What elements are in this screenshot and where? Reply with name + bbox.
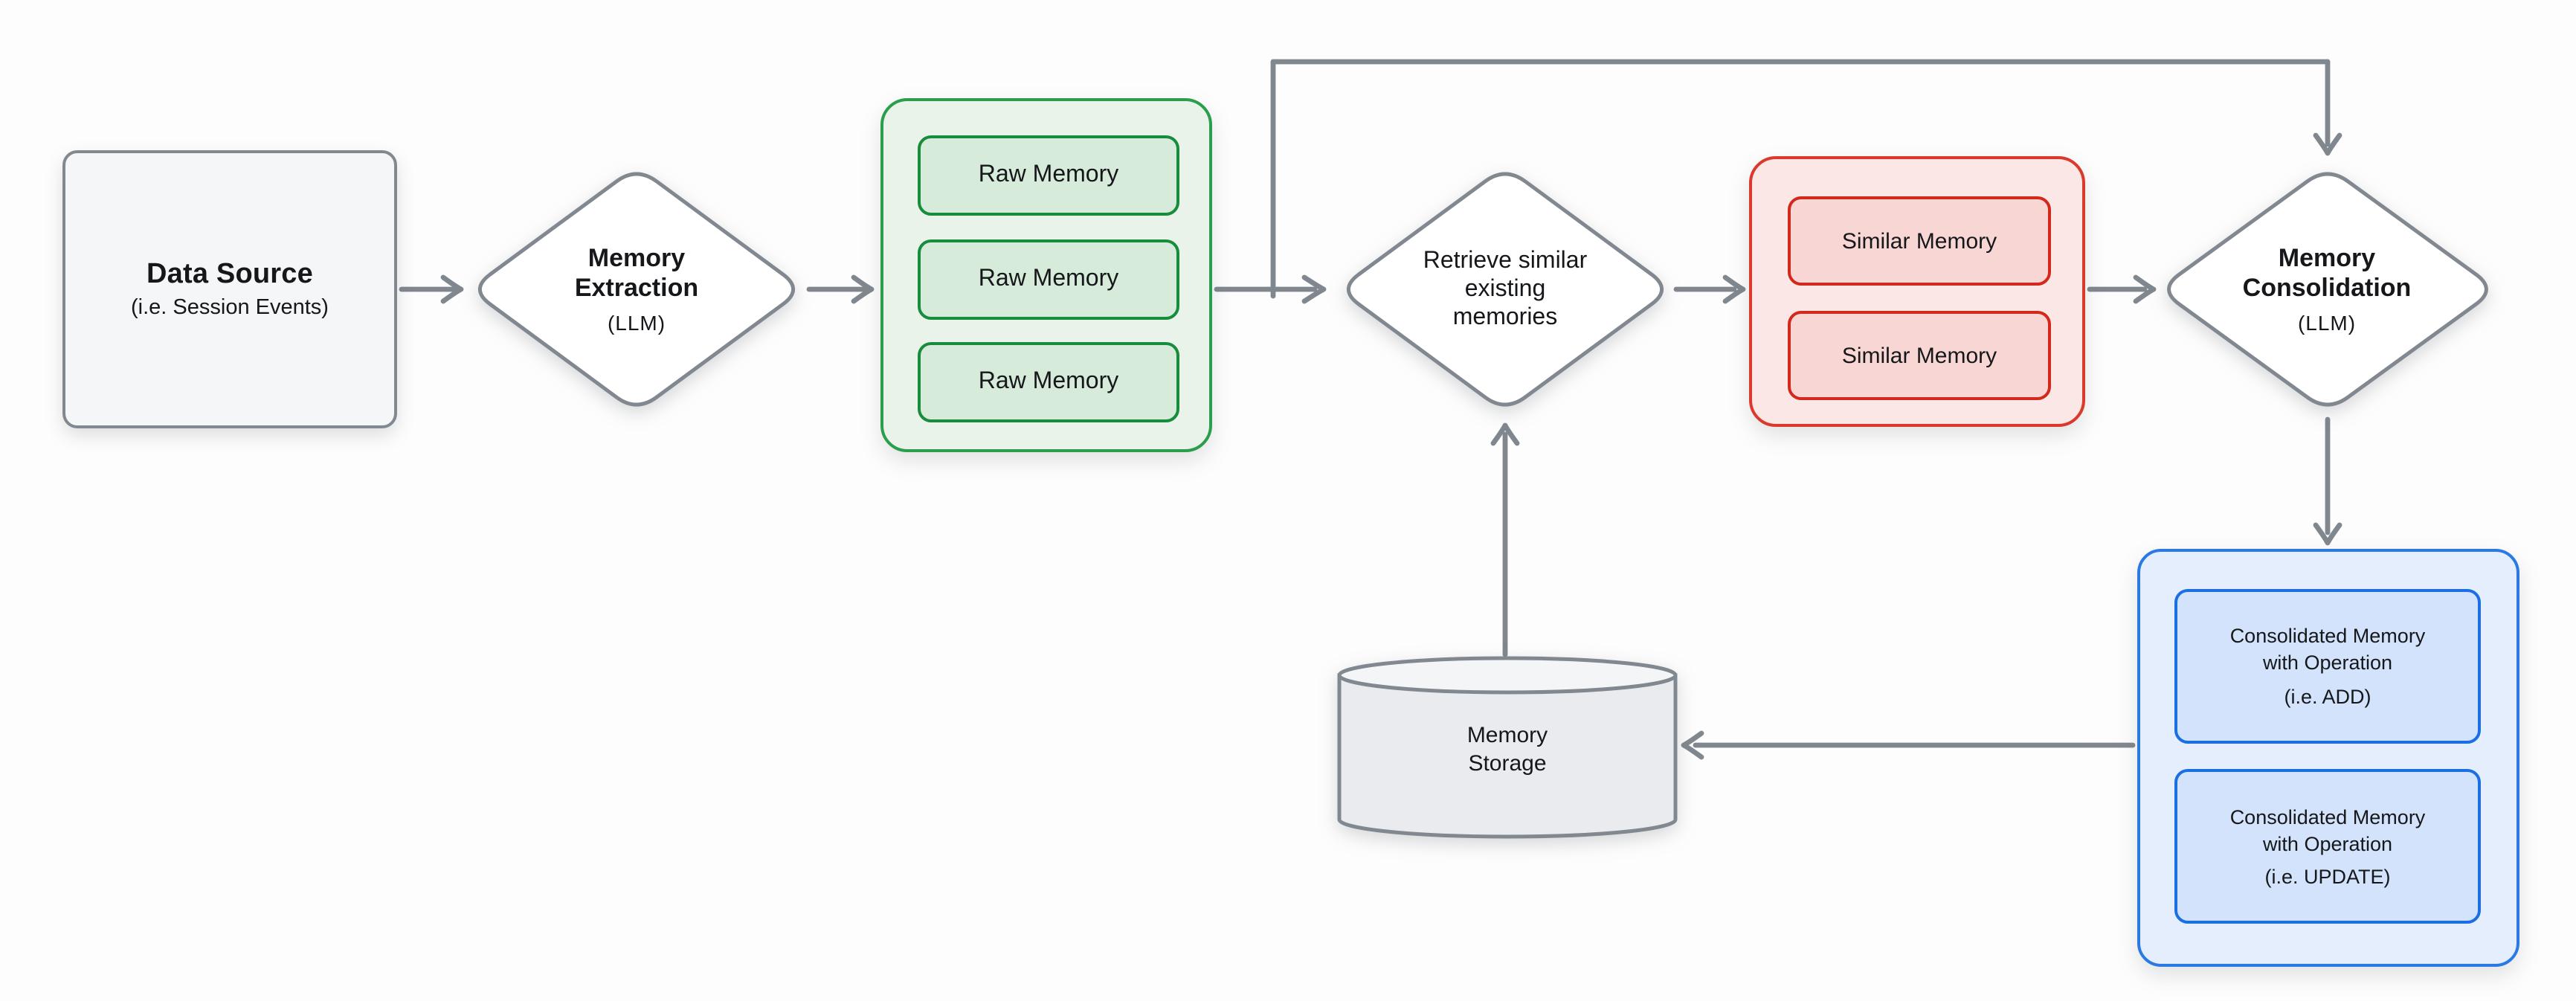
arrow-consolidated-to-storage — [1681, 730, 2136, 760]
arrowhead-right-icon — [1722, 274, 1746, 304]
arrowhead-down-icon — [2313, 522, 2342, 546]
raw-memories-group: Raw Memory Raw Memory Raw Memory — [880, 98, 1212, 452]
similar-memories-group: Similar Memory Similar Memory — [1749, 156, 2085, 427]
arrow-consolidation-to-consolidated — [2313, 416, 2342, 546]
consolidated-memory-chip: Consolidated Memory with Operation (i.e.… — [2174, 588, 2481, 743]
arrowhead-right-icon — [1301, 274, 1327, 304]
data-source-node — [62, 150, 397, 428]
consolidated-memory-title: Consolidated Memory with Operation — [2229, 805, 2426, 854]
memory-consolidation-diamond — [2167, 172, 2488, 407]
raw-memory-label: Raw Memory — [978, 368, 1119, 393]
memory-storage-cylinder — [1337, 656, 1678, 839]
arrowhead-up-icon — [1490, 422, 1520, 446]
consolidated-memories-group: Consolidated Memory with Operation (i.e.… — [2137, 549, 2519, 967]
raw-memory-label: Raw Memory — [978, 162, 1119, 187]
memory-extraction-diamond — [477, 172, 796, 407]
consolidated-memory-operation: (i.e. UPDATE) — [2264, 866, 2391, 889]
raw-memory-label: Raw Memory — [978, 265, 1119, 291]
cylinder-body — [1337, 673, 1678, 839]
arrow-extraction-to-rawmemories — [806, 274, 875, 304]
raw-memory-chip: Raw Memory — [918, 341, 1179, 422]
arrow-similarmemories-to-consolidation — [2087, 274, 2157, 304]
similar-memory-chip: Similar Memory — [1788, 196, 2051, 286]
consolidated-memory-chip: Consolidated Memory with Operation (i.e.… — [2174, 769, 2481, 924]
retrieve-memories-diamond — [1346, 172, 1664, 407]
feedback-line-rawmemories-to-consolidation — [1270, 59, 2342, 299]
arrow-datasource-to-extraction — [399, 274, 464, 304]
arrow-storage-to-retrieve — [1490, 422, 1520, 657]
raw-memory-chip: Raw Memory — [918, 135, 1179, 216]
arrow-retrieve-to-similarmemories — [1673, 274, 1746, 304]
consolidated-memory-operation: (i.e. ADD) — [2284, 685, 2371, 708]
raw-memory-chip: Raw Memory — [918, 239, 1179, 319]
arrow-rawmemories-to-retrieve — [1214, 274, 1327, 304]
arrowhead-right-icon — [851, 274, 875, 304]
arrowhead-right-icon — [440, 274, 464, 304]
arrowhead-right-icon — [2133, 274, 2157, 304]
similar-memory-label: Similar Memory — [1841, 228, 1997, 254]
arrowhead-left-icon — [1681, 730, 1704, 760]
similar-memory-chip: Similar Memory — [1788, 311, 2051, 400]
cylinder-top — [1337, 656, 1678, 695]
consolidated-memory-title: Consolidated Memory with Operation — [2229, 625, 2426, 674]
arrowhead-down-icon — [2313, 132, 2342, 156]
similar-memory-label: Similar Memory — [1841, 343, 1997, 368]
